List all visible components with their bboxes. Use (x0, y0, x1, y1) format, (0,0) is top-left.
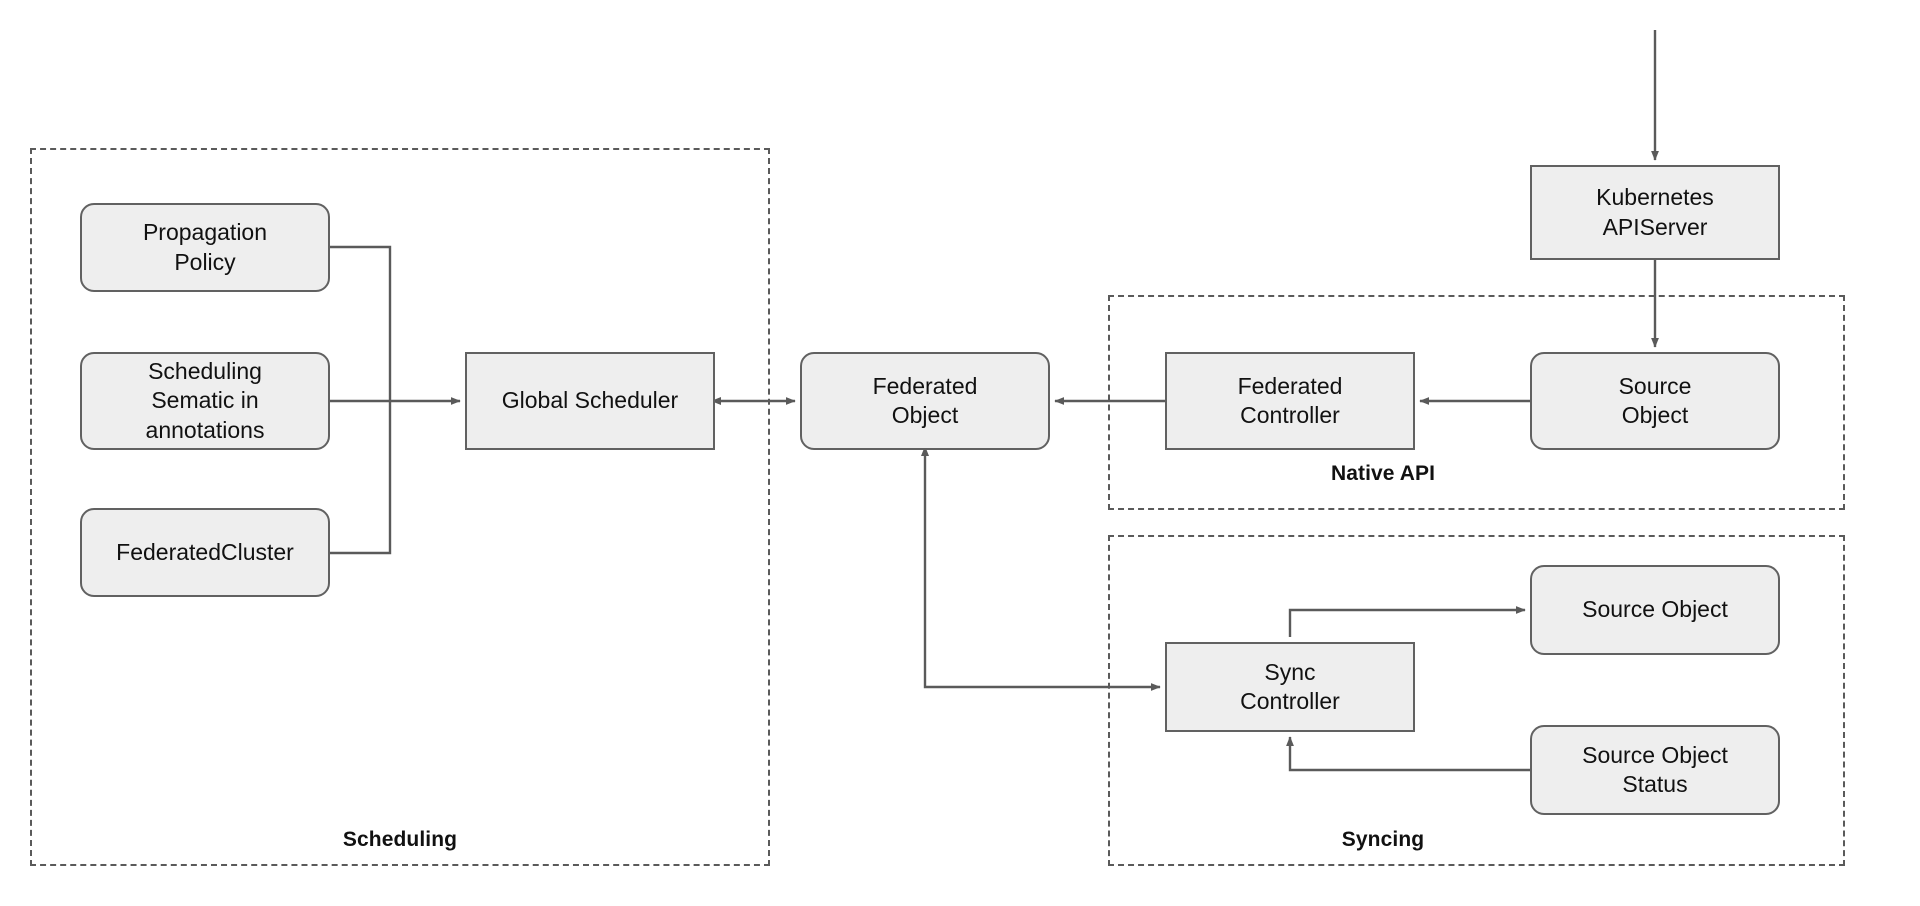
region-label-native-api: Native API (1330, 462, 1436, 485)
node-source-object-native[interactable]: Source Object (1530, 352, 1780, 450)
node-kubernetes-apiserver[interactable]: Kubernetes APIServer (1530, 165, 1780, 260)
region-native-api (1108, 295, 1845, 510)
node-global-scheduler[interactable]: Global Scheduler (465, 352, 715, 450)
node-propagation-policy[interactable]: Propagation Policy (80, 203, 330, 292)
node-federated-cluster[interactable]: FederatedCluster (80, 508, 330, 597)
node-federated-object[interactable]: Federated Object (800, 352, 1050, 450)
node-source-object-status[interactable]: Source Object Status (1530, 725, 1780, 815)
node-source-object-sync[interactable]: Source Object (1530, 565, 1780, 655)
region-scheduling (30, 148, 770, 866)
region-syncing (1108, 535, 1845, 866)
node-sync-controller[interactable]: Sync Controller (1165, 642, 1415, 732)
node-scheduling-semantic[interactable]: Scheduling Sematic in annotations (80, 352, 330, 450)
region-label-scheduling: Scheduling (342, 828, 458, 851)
region-label-syncing: Syncing (1341, 828, 1425, 851)
node-federated-controller[interactable]: Federated Controller (1165, 352, 1415, 450)
